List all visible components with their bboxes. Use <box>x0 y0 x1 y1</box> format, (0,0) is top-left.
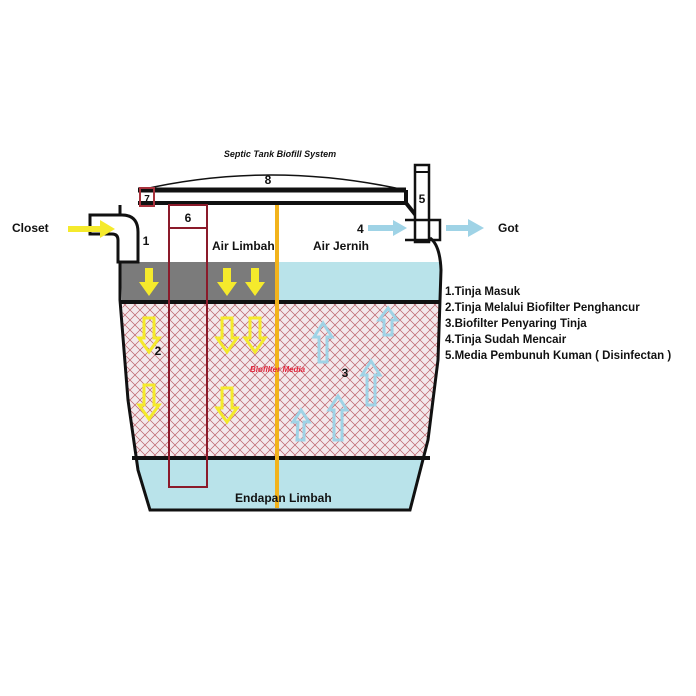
vent-7 <box>139 187 155 207</box>
up-arrow <box>290 407 312 442</box>
hollow-down-arrows <box>136 316 268 425</box>
hollow-down-arrow <box>242 316 268 355</box>
hollow-down-arrow <box>214 386 240 425</box>
legend-item: 4.Tinja Sudah Mencair <box>445 334 567 346</box>
lid-dome <box>139 174 406 191</box>
inlet-pipe <box>88 213 140 264</box>
biofilter-media-hatch <box>120 302 441 458</box>
marker-3: 3 <box>342 366 349 380</box>
marker-5: 5 <box>419 192 426 206</box>
disinfectant-tube-5 <box>413 163 431 244</box>
outflow-arrow <box>446 219 484 237</box>
marker-4: 4 <box>357 222 364 236</box>
got-label: Got <box>498 221 519 235</box>
internal-flow-arrow <box>368 220 407 236</box>
marker-1: 1 <box>143 234 150 248</box>
air-jernih-label: Air Jernih <box>313 239 369 253</box>
marker-6: 6 <box>185 211 192 225</box>
down-arrow <box>139 268 159 296</box>
tank-interior <box>120 262 441 510</box>
legend-item: 1.Tinja Masuk <box>445 286 521 298</box>
up-arrow <box>359 358 383 407</box>
legend-item: 3.Biofilter Penyaring Tinja <box>445 318 587 330</box>
inflow-arrow <box>68 220 115 238</box>
legend-item: 5.Media Pembunuh Kuman ( Disinfectan ) <box>445 350 671 362</box>
up-arrow <box>326 393 350 442</box>
hollow-down-arrow <box>136 383 162 422</box>
outlet-pipe <box>405 218 442 242</box>
down-arrow <box>245 268 265 296</box>
marker-8: 8 <box>265 173 272 187</box>
downflow-arrows <box>139 268 265 296</box>
marker-7: 7 <box>144 194 150 205</box>
legend-item: 2.Tinja Melalui Biofilter Penghancur <box>445 302 640 314</box>
hollow-down-arrow <box>214 316 240 355</box>
up-arrow <box>311 320 335 364</box>
sediment-water-layer <box>120 458 441 510</box>
clear-water-layer <box>277 262 441 302</box>
down-arrow <box>217 268 237 296</box>
closet-label: Closet <box>12 221 49 235</box>
legend: 1.Tinja Masuk 2.Tinja Melalui Biofilter … <box>445 286 671 362</box>
tank-outline <box>118 205 443 512</box>
marker-2: 2 <box>155 344 162 358</box>
diagram-title: Septic Tank Biofill System <box>224 149 336 159</box>
hollow-down-arrow <box>136 316 162 355</box>
up-arrow <box>376 305 400 337</box>
endapan-limbah-label: Endapan Limbah <box>235 491 332 505</box>
inlet-tube-6 <box>168 204 208 488</box>
biofilter-media-label: Biofilter Media <box>250 365 306 374</box>
air-limbah-label: Air Limbah <box>212 239 275 253</box>
upflow-arrows <box>290 305 400 442</box>
